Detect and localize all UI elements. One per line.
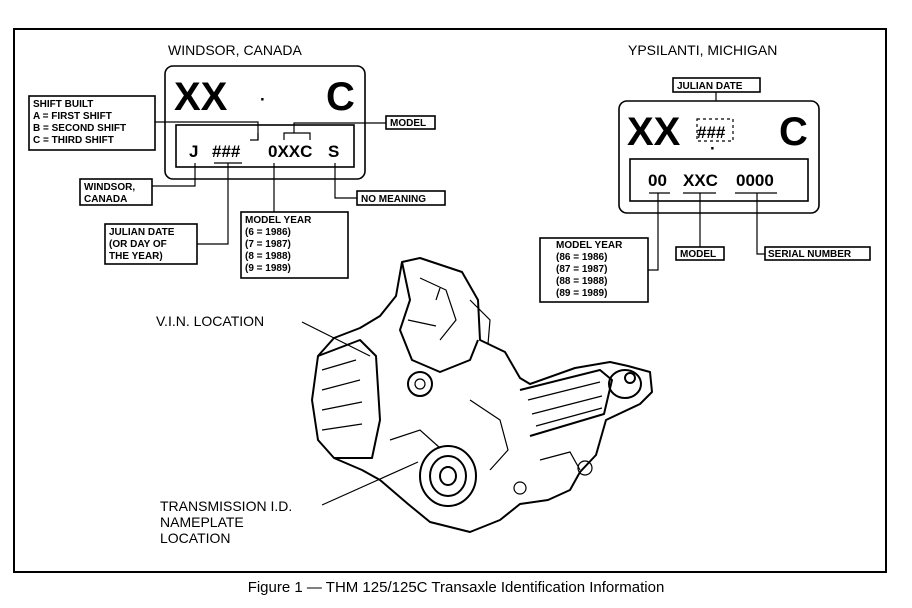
shift-built-line-2: B = SECOND SHIFT: [33, 123, 126, 134]
ypsilanti-plate-c: C: [779, 110, 808, 154]
ypsilanti-plate-hash: ###: [697, 123, 726, 142]
windsor-julian-box: [104, 223, 198, 265]
ypsilanti-model-year-line-1: (86 = 1986): [556, 252, 607, 263]
windsor-code-box: [175, 124, 355, 168]
ypsilanti-julian-label: JULIAN DATE: [677, 81, 743, 92]
windsor-model-year-line-2: (7 = 1987): [245, 239, 291, 250]
windsor-code-julian: ###: [212, 142, 241, 161]
windsor-model-year-line-3: (8 = 1988): [245, 251, 291, 262]
windsor-section: WINDSOR, CANADA XX · C J ### 0XXC S SHIF…: [28, 42, 446, 279]
ypsilanti-section: YPSILANTI, MICHIGAN JULIAN DATE XX ### ·…: [539, 42, 871, 303]
transaxle-illustration: [311, 257, 653, 533]
nameplate-label-line-0: TRANSMISSION I.D.: [160, 498, 292, 514]
ypsilanti-model-label: MODEL: [680, 249, 716, 260]
ypsilanti-code-serial: 0000: [736, 171, 774, 190]
no-meaning-label: NO MEANING: [361, 194, 426, 205]
windsor-canada-box: [79, 178, 153, 206]
ypsilanti-code-box: [629, 158, 809, 202]
ypsilanti-plate-xx: XX: [627, 110, 681, 154]
ypsilanti-model-year-line-4: (89 = 1989): [556, 288, 607, 299]
windsor-model-label: MODEL: [390, 118, 426, 129]
windsor-model-year-line-4: (9 = 1989): [245, 263, 291, 274]
windsor-code-s: S: [328, 142, 339, 161]
shift-built-line-1: A = FIRST SHIFT: [33, 111, 112, 122]
ypsilanti-title: YPSILANTI, MICHIGAN: [628, 42, 777, 58]
nameplate-label-line-2: LOCATION: [160, 530, 231, 546]
figure-frame: [13, 28, 887, 573]
windsor-plate-c: C: [326, 75, 355, 119]
windsor-title: WINDSOR, CANADA: [168, 42, 302, 58]
vin-location-label: V.I.N. LOCATION: [156, 313, 264, 329]
windsor-model-year-box: [240, 211, 349, 279]
ypsilanti-model-year-box: [539, 237, 649, 303]
ypsilanti-model-year-line-3: (88 = 1988): [556, 276, 607, 287]
figure-caption: Figure 1 — THM 125/125C Transaxle Identi…: [248, 579, 665, 596]
windsor-canada-line-0: WINDSOR,: [84, 182, 135, 193]
windsor-plate-xx: XX: [174, 75, 228, 119]
windsor-code-j: J: [189, 142, 198, 161]
ypsilanti-code-model: XXC: [683, 171, 718, 190]
ypsilanti-model-year-line-2: (87 = 1987): [556, 264, 607, 275]
shift-built-line-0: SHIFT BUILT: [33, 99, 93, 110]
windsor-code-model: 0XXC: [268, 142, 312, 161]
windsor-model-year-line-1: (6 = 1986): [245, 227, 291, 238]
windsor-canada-line-1: CANADA: [84, 194, 127, 205]
windsor-plate-dot: ·: [260, 90, 266, 109]
serial-number-label: SERIAL NUMBER: [768, 249, 852, 260]
shift-built-box: [28, 95, 156, 151]
ypsilanti-code-year: 00: [648, 171, 667, 190]
windsor-julian-line-2: THE YEAR): [109, 251, 163, 262]
ypsilanti-model-year-line-0: MODEL YEAR: [556, 240, 623, 251]
nameplate-label-line-1: NAMEPLATE: [160, 514, 244, 530]
windsor-julian-line-0: JULIAN DATE: [109, 227, 175, 238]
ypsilanti-plate-dot: ·: [710, 139, 716, 158]
windsor-model-year-line-0: MODEL YEAR: [245, 215, 312, 226]
shift-built-line-3: C = THIRD SHIFT: [33, 135, 114, 146]
windsor-julian-line-1: (OR DAY OF: [109, 239, 167, 250]
